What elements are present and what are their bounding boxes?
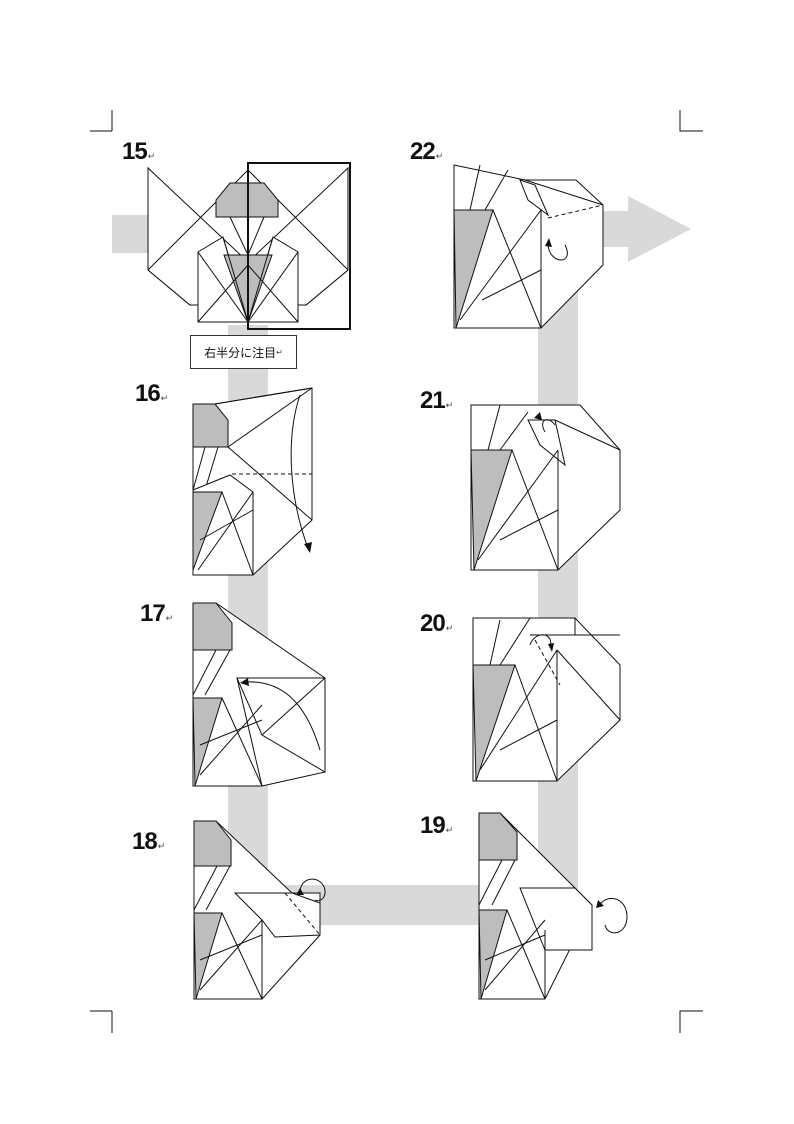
crop-marks xyxy=(90,110,703,1033)
step-20-diagram xyxy=(472,617,621,782)
step-number-17: 17↵ xyxy=(140,600,173,627)
step-number-22: 22↵ xyxy=(410,138,443,165)
step-number-21: 21↵ xyxy=(420,387,453,414)
step-16-diagram xyxy=(192,387,313,576)
step-number-20: 20↵ xyxy=(420,610,453,637)
step-number-16: 16↵ xyxy=(135,380,168,407)
step-number-18: 18↵ xyxy=(132,828,165,855)
step-22-diagram xyxy=(453,164,604,329)
step-19-diagram xyxy=(478,812,628,1000)
step-number-19: 19↵ xyxy=(420,812,453,839)
step-number-15: 15↵ xyxy=(122,138,155,165)
focus-note-mark: ↵ xyxy=(276,347,283,357)
step-18-diagram xyxy=(193,820,326,1000)
step-17-diagram xyxy=(192,602,326,787)
step-21-diagram xyxy=(470,404,621,571)
step-15-diagram xyxy=(147,162,351,330)
focus-note: 右半分に注目↵ xyxy=(190,335,297,369)
focus-note-text: 右半分に注目 xyxy=(204,345,277,360)
